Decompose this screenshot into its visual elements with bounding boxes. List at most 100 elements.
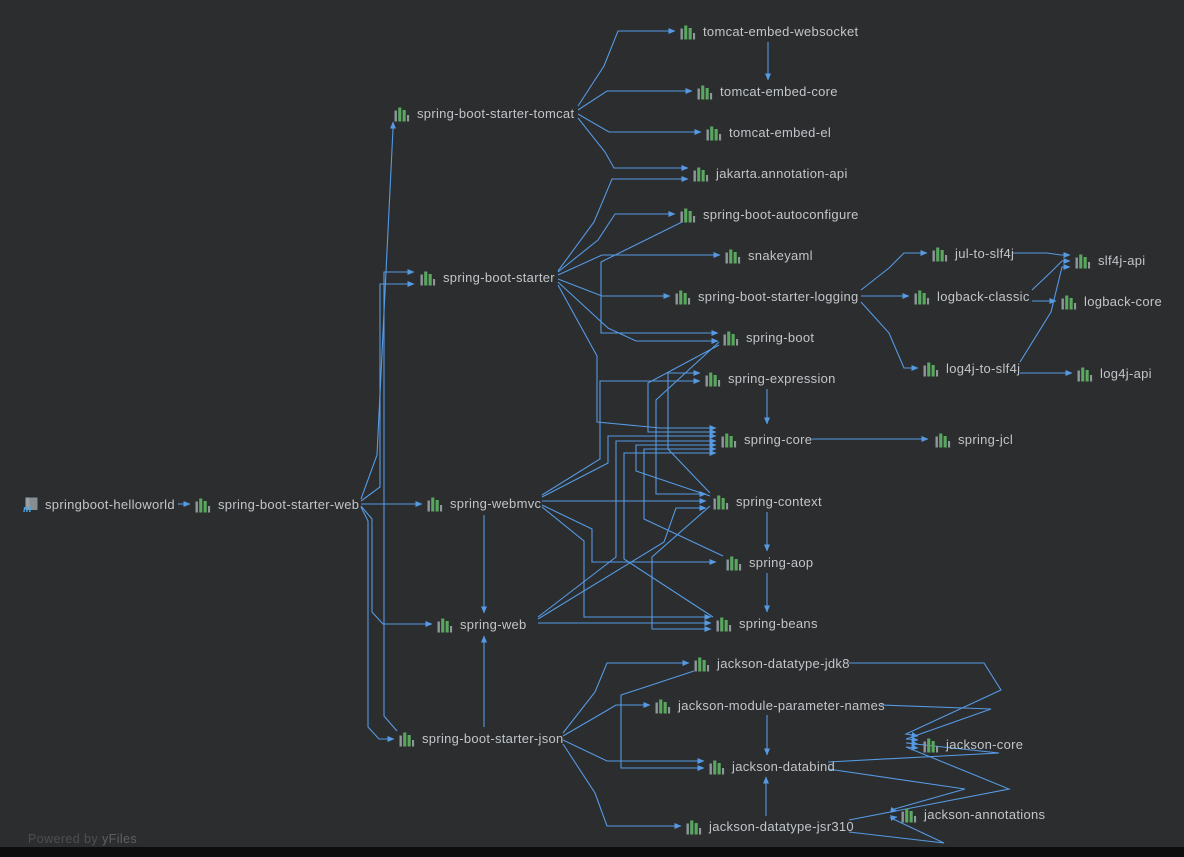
- edge-log4j-to-slf4j--slf4j-api: [1019, 264, 1071, 363]
- edge-spring-boot-starter-web--spring-web: [360, 505, 433, 627]
- library-icon: [706, 124, 723, 141]
- edge-jackson-datatype-jsr310--jackson-annotations: [848, 815, 945, 844]
- node-spring-expression[interactable]: spring-expression: [705, 368, 836, 388]
- edge-jackson-datatype-jdk8--jackson-databind: [620, 670, 705, 771]
- node-spring-jcl[interactable]: spring-jcl: [935, 429, 1013, 449]
- node-label: spring-boot-starter: [443, 269, 555, 285]
- node-label: log4j-api: [1100, 365, 1152, 381]
- library-icon: [394, 105, 411, 122]
- library-icon: [932, 245, 949, 262]
- edge-jackson-datatype-jdk8--jackson-core: [849, 662, 1002, 738]
- edge-spring-context--spring-core: [635, 442, 717, 497]
- edge-spring-webmvc--spring-core: [541, 433, 717, 498]
- edge-spring-boot-starter--jakarta-annotation-api: [557, 176, 689, 272]
- library-icon: [680, 206, 697, 223]
- node-jackson-core[interactable]: jackson-core: [923, 734, 1023, 754]
- edge-spring-boot-starter-tomcat--jakarta-annotation-api: [577, 117, 689, 171]
- node-label: spring-webmvc: [450, 495, 542, 511]
- node-label: tomcat-embed-el: [729, 124, 832, 140]
- library-icon: [1061, 293, 1078, 310]
- node-spring-webmvc[interactable]: spring-webmvc: [427, 493, 541, 513]
- node-label: spring-boot-autoconfigure: [703, 206, 859, 222]
- node-spring-boot-starter-web[interactable]: spring-boot-starter-web: [195, 494, 359, 514]
- node-jackson-annotations[interactable]: jackson-annotations: [901, 804, 1045, 824]
- yfiles-link[interactable]: yFiles: [102, 832, 138, 846]
- node-label: jackson-datatype-jdk8: [717, 655, 850, 671]
- node-label: spring-boot-starter-tomcat: [417, 105, 575, 121]
- library-icon: [914, 288, 931, 305]
- node-jackson-datatype-jsr310[interactable]: jackson-datatype-jsr310: [686, 816, 854, 836]
- node-slf4j-api[interactable]: slf4j-api: [1075, 250, 1146, 270]
- edge-spring-boot-starter-web--spring-boot-starter-tomcat: [360, 121, 396, 500]
- edge-jackson-databind--jackson-core: [827, 740, 1000, 763]
- library-icon: [195, 496, 212, 513]
- edge-spring-web--spring-context: [537, 505, 707, 620]
- edge-spring-boot-starter-tomcat--tomcat-embed-el: [577, 113, 702, 135]
- node-label: jackson-core: [946, 736, 1024, 752]
- node-label: spring-beans: [739, 615, 818, 631]
- library-icon: [399, 730, 416, 747]
- node-jackson-module-parameter-names[interactable]: jackson-module-parameter-names: [655, 695, 885, 715]
- library-icon: [1075, 252, 1092, 269]
- node-spring-aop[interactable]: spring-aop: [726, 552, 813, 572]
- edge-spring-boot-starter-json--jackson-datatype-jdk8: [562, 660, 690, 734]
- node-log4j-to-slf4j[interactable]: log4j-to-slf4j: [923, 358, 1020, 378]
- edge-jackson-datatype-jsr310--jackson-core: [848, 744, 1011, 821]
- node-label: spring-web: [460, 616, 527, 632]
- node-spring-context[interactable]: spring-context: [713, 491, 822, 511]
- edge-jul-to-slf4j--slf4j-api: [1012, 252, 1071, 258]
- node-spring-boot-starter-json[interactable]: spring-boot-starter-json: [399, 728, 564, 748]
- node-spring-core[interactable]: spring-core: [721, 429, 812, 449]
- node-log4j-api[interactable]: log4j-api: [1077, 363, 1152, 383]
- library-icon: [686, 818, 703, 835]
- node-label: tomcat-embed-core: [720, 83, 838, 99]
- node-spring-boot-starter-tomcat[interactable]: spring-boot-starter-tomcat: [394, 103, 574, 123]
- node-label: springboot-helloworld: [45, 496, 175, 512]
- node-tomcat-embed-core[interactable]: tomcat-embed-core: [697, 81, 838, 101]
- node-label: spring-core: [744, 431, 813, 447]
- node-spring-boot[interactable]: spring-boot: [723, 327, 814, 347]
- node-logback-core[interactable]: logback-core: [1061, 291, 1162, 311]
- edge-spring-boot-starter--snakeyaml: [557, 252, 721, 276]
- node-tomcat-embed-websocket[interactable]: tomcat-embed-websocket: [680, 21, 858, 41]
- library-icon: [420, 269, 437, 286]
- edge-jackson-databind--jackson-annotations: [827, 768, 966, 813]
- edge-logback-classic--slf4j-api: [1031, 258, 1071, 291]
- edge-spring-webmvc--spring-expression: [541, 378, 701, 496]
- edge-spring-aop--spring-core: [643, 446, 724, 557]
- node-spring-boot-starter-logging[interactable]: spring-boot-starter-logging: [675, 286, 859, 306]
- node-spring-boot-autoconfigure[interactable]: spring-boot-autoconfigure: [680, 204, 859, 224]
- node-label: spring-expression: [728, 370, 836, 386]
- node-spring-boot-starter[interactable]: spring-boot-starter: [420, 267, 555, 287]
- edge-spring-boot-starter--spring-core: [557, 284, 717, 431]
- node-label: spring-jcl: [958, 431, 1014, 447]
- library-icon: [721, 431, 738, 448]
- node-label: spring-boot-starter-json: [422, 730, 564, 746]
- edge-spring-boot-starter-json--jackson-datatype-jsr310: [562, 743, 682, 829]
- library-icon: [675, 288, 692, 305]
- edge-spring-beans--spring-core: [623, 450, 717, 618]
- node-spring-beans[interactable]: spring-beans: [716, 613, 818, 633]
- edge-spring-boot-starter-json--jackson-databind: [562, 739, 705, 764]
- node-snakeyaml[interactable]: snakeyaml: [725, 245, 813, 265]
- node-label: logback-classic: [937, 288, 1030, 304]
- library-icon: [693, 165, 710, 182]
- node-label: slf4j-api: [1098, 252, 1146, 268]
- library-icon: [723, 329, 740, 346]
- library-icon: [427, 495, 444, 512]
- edge-spring-boot-starter-logging--jul-to-slf4j: [860, 250, 928, 291]
- edge-spring-webmvc--spring-beans: [541, 506, 712, 620]
- node-jackson-databind[interactable]: jackson-databind: [709, 756, 835, 776]
- library-icon: [923, 360, 940, 377]
- node-label: tomcat-embed-websocket: [703, 23, 859, 39]
- node-jakarta-annotation-api[interactable]: jakarta.annotation-api: [693, 163, 848, 183]
- node-jackson-datatype-jdk8[interactable]: jackson-datatype-jdk8: [694, 653, 850, 673]
- node-tomcat-embed-el[interactable]: tomcat-embed-el: [706, 122, 831, 142]
- edge-spring-boot-starter-web--spring-boot-starter: [360, 281, 415, 502]
- node-logback-classic[interactable]: logback-classic: [914, 286, 1030, 306]
- node-jul-to-slf4j[interactable]: jul-to-slf4j: [932, 243, 1014, 263]
- node-spring-web[interactable]: spring-web: [437, 614, 527, 634]
- edge-spring-boot-starter-tomcat--tomcat-embed-websocket: [577, 28, 676, 107]
